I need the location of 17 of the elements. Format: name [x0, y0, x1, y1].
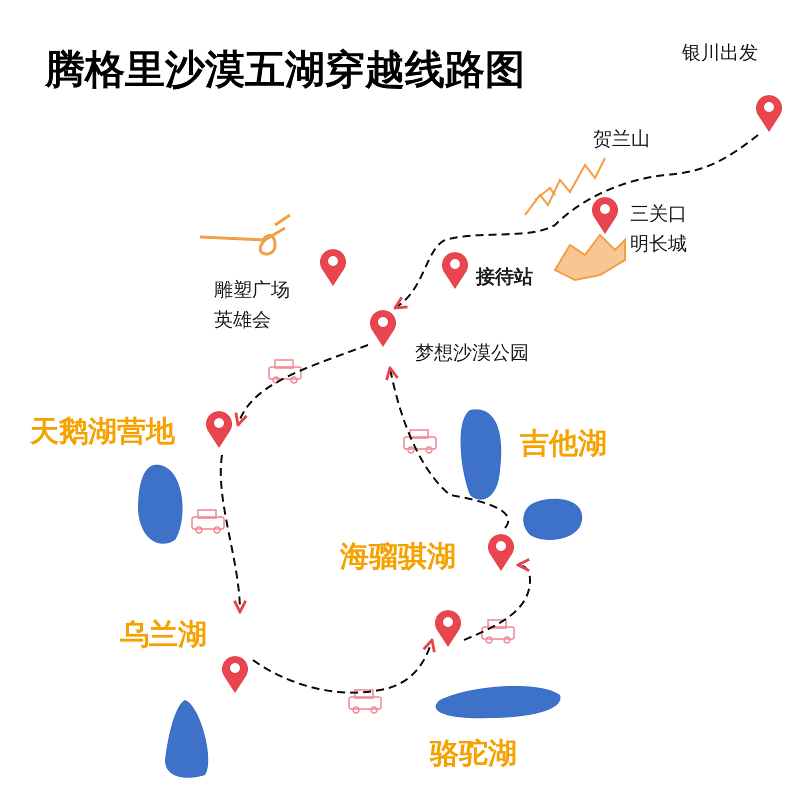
lake-name: 吉他湖	[520, 425, 608, 461]
route-arrow	[394, 134, 759, 310]
place-name: 接待站	[476, 265, 534, 290]
lake-name: 骆驼湖	[430, 735, 518, 771]
title: 腾格里沙漠五湖穿越线路图	[45, 46, 525, 95]
place-name: 海骝骐湖	[340, 538, 457, 574]
place-name: 三关口明长城	[630, 202, 688, 257]
place-name: 梦想沙漠公园	[415, 341, 530, 366]
place-name: 银川出发	[682, 41, 759, 66]
place-name: 雕塑广场英雄会	[214, 278, 291, 333]
mountain-name: 贺兰山	[593, 127, 650, 152]
place-name: 天鹅湖营地	[30, 413, 176, 449]
route-arrow	[252, 638, 436, 694]
route-arrow	[464, 558, 531, 641]
route-arrow	[236, 344, 368, 426]
route-arrow	[220, 454, 247, 614]
place-name: 乌兰湖	[120, 616, 208, 652]
